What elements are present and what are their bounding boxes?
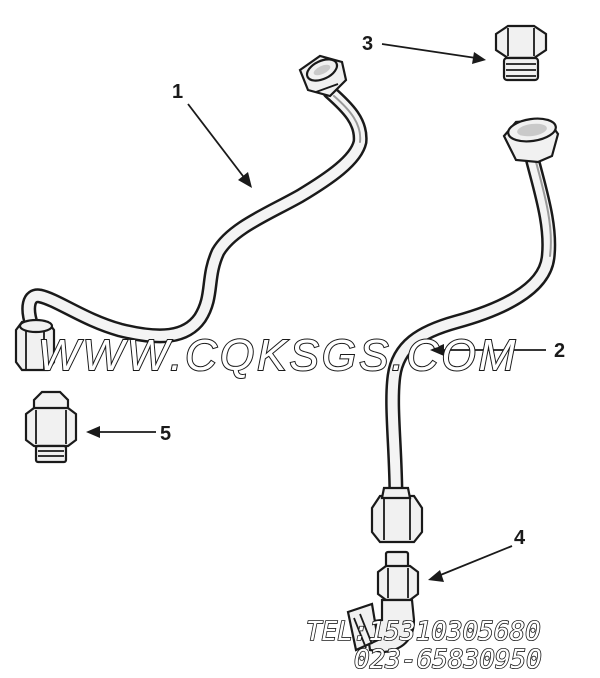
tube-1-bottom-nut <box>14 318 56 372</box>
tube-1 <box>14 54 368 372</box>
tube-2 <box>370 117 560 544</box>
callout-4: 4 <box>514 527 526 549</box>
callout-5: 5 <box>160 423 171 445</box>
callout-2: 2 <box>554 340 565 362</box>
part-4-elbow <box>346 550 420 654</box>
watermark-tel: TEL:15310305680 <box>306 617 541 647</box>
part-5-fitting <box>24 390 78 464</box>
tube-1-top-nut <box>298 54 348 98</box>
watermark-phone: 023-65830950 <box>354 645 542 675</box>
tube-2-bottom-nut <box>370 486 424 544</box>
part-3-fitting <box>494 24 548 82</box>
callout-1: 1 <box>172 81 183 103</box>
tube-2-top-nut <box>502 117 560 164</box>
leader-5 <box>86 426 156 438</box>
leader-3 <box>381 43 486 64</box>
callout-3: 3 <box>362 33 373 55</box>
leader-4 <box>428 545 513 582</box>
leader-1 <box>187 103 252 188</box>
watermark-site: WWW.CQKSGS.COM <box>38 331 518 380</box>
leader-2 <box>430 344 546 356</box>
